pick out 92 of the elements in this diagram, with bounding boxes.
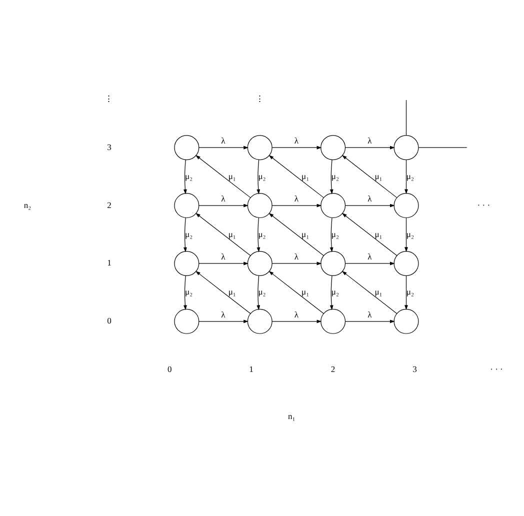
arrow: [272, 204, 322, 208]
edge-label: μ₂: [331, 286, 339, 297]
label: n₂: [24, 200, 32, 210]
label: ⋮: [255, 94, 264, 104]
edge-label: μ₁: [302, 228, 310, 239]
arrow: [342, 155, 398, 198]
edge-label: λ: [221, 309, 226, 320]
edge-label: μ₂: [185, 286, 193, 297]
edge-label: μ₂: [406, 228, 414, 239]
arrow: [196, 155, 251, 198]
edge-label: μ₁: [302, 286, 310, 297]
node-circle: [247, 193, 272, 218]
arrow: [196, 270, 251, 314]
arrow: [272, 262, 322, 266]
arrow: [272, 146, 322, 150]
edge-label: μ₂: [331, 228, 339, 239]
arrow: [198, 204, 248, 208]
label: · · ·: [490, 364, 503, 374]
node-circle: [394, 193, 419, 218]
arrow: [330, 275, 334, 310]
arrow: [268, 270, 324, 314]
label: 2: [330, 364, 336, 374]
arrow: [184, 160, 187, 194]
edge-label: λ: [221, 193, 226, 204]
arrow: [198, 262, 248, 266]
arrow: [256, 217, 260, 252]
edge-label: λ: [294, 251, 299, 262]
edge-label: λ: [221, 251, 226, 262]
edge-label: λ: [368, 135, 372, 146]
edge-label: λ: [221, 135, 226, 146]
arrow: [268, 213, 324, 256]
label: 3: [412, 364, 417, 374]
edge-label: μ₁: [374, 170, 382, 181]
label: n₁: [288, 410, 296, 421]
arrow: [404, 276, 408, 310]
edge-label: λ: [294, 309, 299, 320]
edge-label: μ₂: [331, 170, 339, 181]
label: 0: [107, 316, 112, 326]
arrow: [345, 204, 395, 208]
edge-label: λ: [368, 309, 372, 320]
edge-label: μ₂: [185, 170, 193, 181]
connector: [406, 100, 407, 136]
edge-label: μ₁: [302, 170, 310, 181]
arrow: [184, 275, 187, 310]
node-circle: [394, 308, 419, 334]
label: · · ·: [477, 200, 490, 210]
node-circle: [247, 250, 272, 276]
node-circle: [320, 308, 346, 334]
arrow: [268, 155, 324, 198]
node-circle: [394, 250, 419, 276]
arrow: [196, 213, 251, 256]
edge-label: μ₂: [258, 286, 266, 297]
edge-label: λ: [294, 135, 299, 146]
arrow: [342, 270, 398, 314]
edge-label: λ: [368, 193, 372, 204]
label: 2: [107, 200, 112, 210]
edge-label: λ: [368, 251, 372, 262]
arrow: [404, 160, 408, 194]
label: 3: [107, 142, 112, 152]
arrow: [330, 217, 334, 252]
arrow: [198, 146, 248, 150]
connector: [418, 147, 468, 148]
arrow: [345, 146, 395, 150]
node-circle: [247, 135, 272, 160]
node-circle: [247, 308, 272, 334]
arrow: [272, 320, 322, 324]
arrow: [198, 320, 248, 324]
edge-label: μ₁: [374, 286, 382, 297]
edge-label: μ₁: [228, 228, 236, 239]
edge-label: μ₂: [406, 286, 414, 297]
arrow: [345, 320, 395, 324]
edge-label: λ: [294, 193, 299, 204]
arrow: [330, 160, 334, 194]
edge-label: μ₁: [228, 170, 236, 181]
arrow: [256, 160, 260, 194]
edge-label: μ₁: [374, 228, 382, 239]
edge-label: μ₂: [258, 170, 266, 181]
label: 0: [167, 364, 172, 374]
arrow: [342, 213, 398, 256]
node-circle: [174, 308, 200, 334]
arrow: [184, 217, 187, 252]
node-circle: [394, 135, 419, 160]
edge-label: μ₂: [185, 228, 193, 239]
arrow: [256, 275, 260, 310]
arrow: [404, 218, 408, 252]
label: 1: [249, 364, 254, 374]
label: 1: [107, 258, 112, 268]
edge-label: μ₁: [228, 286, 236, 297]
label: ⋮: [104, 94, 114, 104]
arrow: [345, 262, 395, 266]
edge-label: μ₂: [406, 170, 414, 181]
edge-label: μ₂: [258, 228, 266, 239]
